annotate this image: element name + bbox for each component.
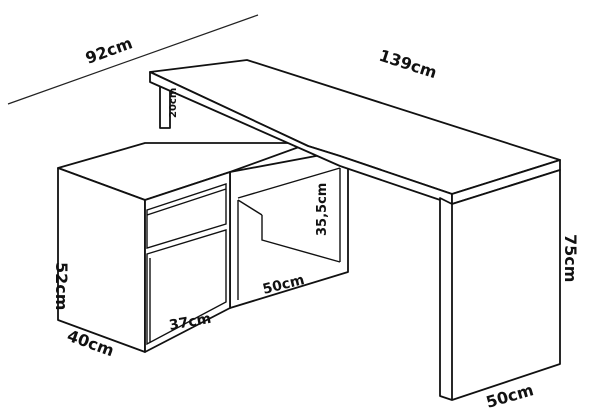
shelf-inner-back: [261, 215, 341, 263]
cabinet-side: [57, 167, 146, 353]
depth-dimension-line: [7, 14, 259, 105]
cabinet-height-label: 52cm: [52, 262, 71, 310]
drawer-width-label: 37cm: [168, 311, 213, 334]
desk-height-label: 75cm: [561, 234, 580, 282]
shelf-height-label: 35,5cm: [315, 183, 330, 236]
desk-leg-panel: [439, 169, 561, 401]
shelf-inner-side: [237, 199, 263, 216]
upper-drawer-edge: [146, 188, 227, 216]
upper-drawer: [146, 183, 227, 249]
length-label: 139cm: [377, 46, 440, 82]
lower-door: [146, 229, 227, 346]
cabinet-front: [144, 171, 231, 353]
shelf-gap-label: 20cm: [168, 88, 179, 118]
depth-label: 92cm: [83, 33, 135, 67]
